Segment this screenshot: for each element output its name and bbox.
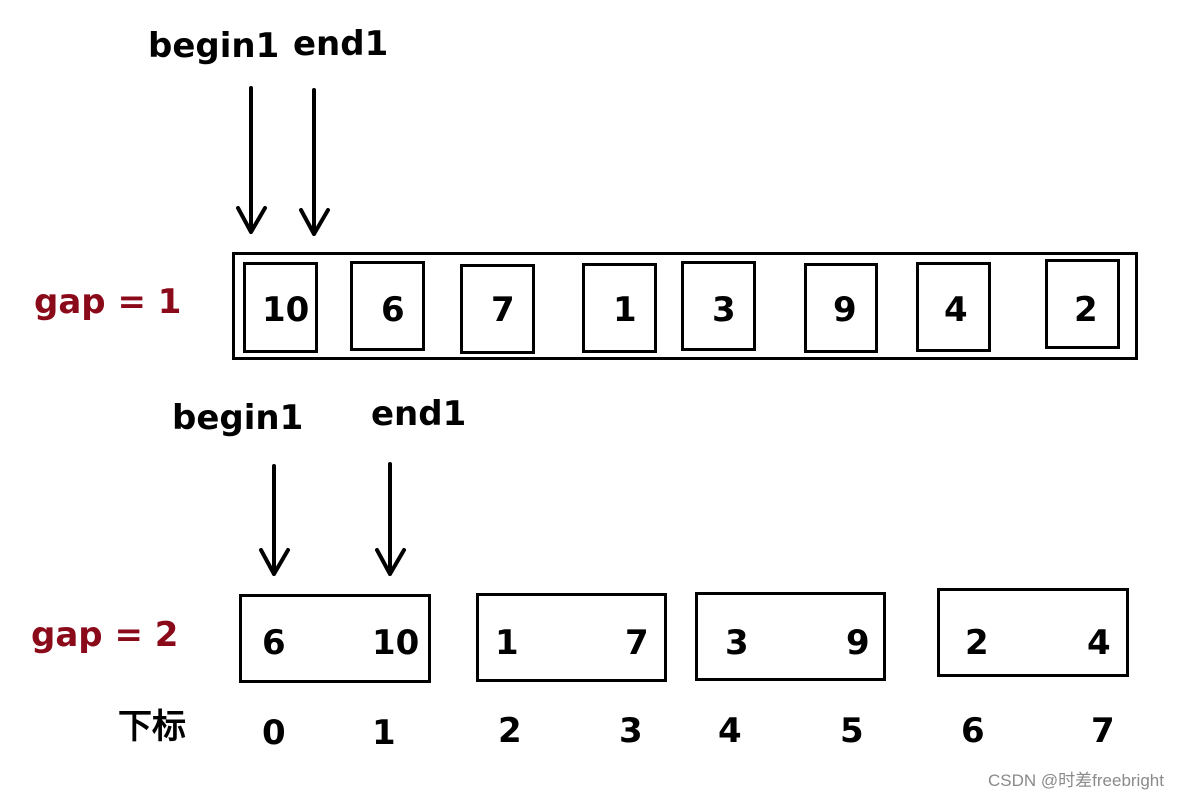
merge-group-0: 6 10 — [239, 594, 431, 683]
index-2: 2 — [498, 711, 522, 751]
array-cell-2: 7 — [460, 264, 535, 354]
index-1: 1 — [372, 713, 396, 753]
group-value-a: 1 — [495, 623, 519, 663]
array-cell-6: 4 — [916, 262, 991, 352]
group-value-b: 4 — [1087, 623, 1111, 663]
gap-2-label: gap = 2 — [31, 615, 179, 655]
group-value-b: 7 — [625, 623, 649, 663]
array-cell-7: 2 — [1045, 259, 1120, 349]
array-cell-1: 6 — [350, 261, 425, 351]
index-7: 7 — [1091, 711, 1115, 751]
cell-value: 4 — [944, 290, 968, 330]
index-4: 4 — [718, 711, 742, 751]
array-cell-4: 3 — [681, 261, 756, 351]
cell-value: 2 — [1074, 290, 1098, 330]
group-value-b: 10 — [372, 623, 420, 663]
group-value-b: 9 — [846, 623, 870, 663]
index-5: 5 — [840, 711, 864, 751]
arrow-begin1-bottom — [259, 464, 290, 576]
array-cell-5: 9 — [804, 263, 878, 353]
index-3: 3 — [619, 711, 643, 751]
end1-label-bottom: end1 — [371, 394, 467, 434]
cell-value: 6 — [381, 290, 405, 330]
arrow-end1-bottom — [375, 462, 406, 576]
merge-group-1: 1 7 — [476, 593, 667, 682]
end1-label-top: end1 — [293, 24, 389, 64]
index-0: 0 — [262, 713, 286, 753]
array-cell-3: 1 — [582, 263, 657, 353]
cell-value: 10 — [262, 290, 310, 330]
group-value-a: 2 — [965, 623, 989, 663]
index-label: 下标 — [118, 707, 186, 747]
arrow-end1-top — [299, 88, 330, 236]
cell-value: 9 — [833, 290, 857, 330]
index-6: 6 — [961, 711, 985, 751]
array-cell-0: 10 — [243, 262, 318, 353]
cell-value: 7 — [491, 290, 515, 330]
merge-group-3: 2 4 — [937, 588, 1129, 677]
arrow-begin1-top — [236, 86, 267, 234]
group-value-a: 3 — [725, 623, 749, 663]
watermark: CSDN @时差freebright — [988, 771, 1164, 790]
merge-group-2: 3 9 — [695, 592, 886, 681]
group-value-a: 6 — [262, 623, 286, 663]
begin1-label-bottom: begin1 — [172, 398, 304, 438]
cell-value: 3 — [712, 290, 736, 330]
cell-value: 1 — [613, 290, 637, 330]
gap-1-label: gap = 1 — [34, 282, 182, 322]
begin1-label-top: begin1 — [148, 26, 280, 66]
